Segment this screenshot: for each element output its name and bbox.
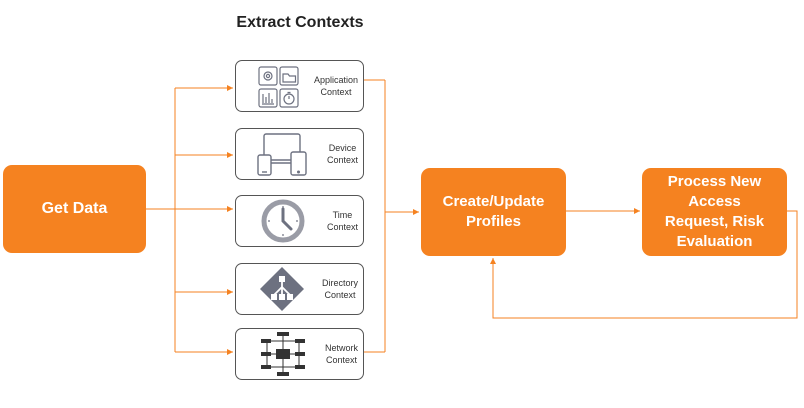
process-label-line1: Process New xyxy=(667,173,762,190)
create-update-profiles-box: Create/Update Profiles xyxy=(421,168,566,256)
profiles-label-line1: Create/Update xyxy=(442,193,545,210)
process-label-line4: Evaluation xyxy=(676,233,753,250)
feedback-loop-arrow xyxy=(490,210,798,319)
app-grid-icon xyxy=(258,66,299,108)
diagram-title: Extract Contexts xyxy=(236,14,364,31)
devices-icon xyxy=(257,133,307,176)
profiles-label-line2: Profiles xyxy=(465,213,521,230)
directory-tree-icon xyxy=(260,267,304,311)
get-data-label: Get Data xyxy=(41,200,108,217)
process-access-request-box: Process New Access Request, Risk Evaluat… xyxy=(642,168,787,256)
network-icon xyxy=(261,332,305,376)
process-label-line3: Request, Risk xyxy=(664,213,765,230)
get-data-box: Get Data xyxy=(3,165,146,253)
process-label-line2: Access xyxy=(688,193,741,210)
clock-icon xyxy=(261,199,305,243)
